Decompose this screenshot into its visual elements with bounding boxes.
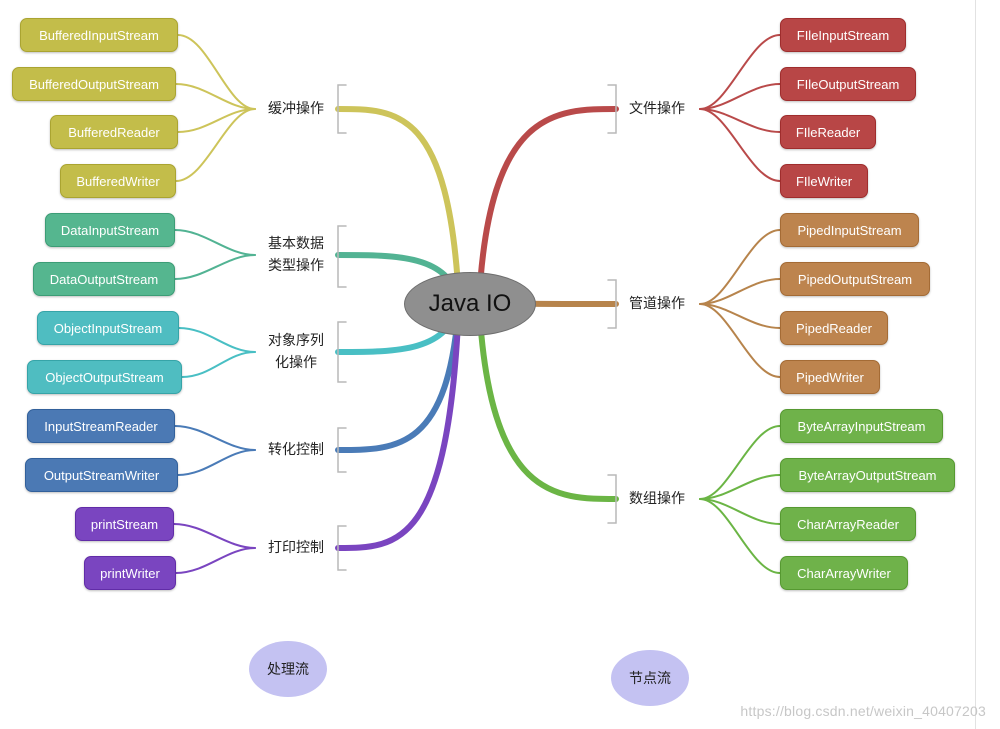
leaf-connector-left-0-0 (177, 34, 256, 110)
leaf-bytearrayinputstream: ByteArrayInputStream (780, 409, 943, 443)
leaf-connector-left-2-1 (181, 351, 256, 378)
leaf-chararrayreader: CharArrayReader (780, 507, 916, 541)
leaf-inputstreamreader: InputStreamReader (27, 409, 175, 443)
leaf-connector-right-0-1 (699, 83, 781, 110)
leaf-pipedinputstream: PipedInputStream (780, 213, 919, 247)
leaf-connector-right-0-2 (699, 108, 781, 133)
category-label-right-2: 数组操作 (629, 491, 685, 507)
bracket-right-1 (607, 279, 617, 329)
leaf-connector-right-2-3 (699, 498, 781, 574)
kind-node-label: 节点流 (629, 671, 671, 687)
leaf-connector-right-2-1 (699, 474, 781, 500)
leaf-connector-right-1-0 (699, 229, 781, 305)
bracket-right-0 (607, 84, 617, 134)
category-label-left-3: 转化控制 (268, 442, 324, 458)
leaf-connector-right-0-3 (699, 108, 781, 182)
leaf-connector-left-4-0 (173, 523, 256, 549)
leaf-printstream: printStream (75, 507, 174, 541)
category-label-left-1: 基本数据类型操作 (268, 236, 324, 274)
center-node: Java IO (404, 272, 536, 336)
leaf-connector-left-3-1 (177, 449, 256, 476)
branch-right-0 (476, 106, 619, 305)
leaf-connector-left-1-0 (174, 229, 256, 256)
bracket-left-2 (337, 321, 347, 383)
leaf-fileoutputstream: FIleOutputStream (780, 67, 916, 101)
branch-left-0 (335, 106, 462, 305)
branch-right-2 (476, 299, 619, 502)
leaf-connector-left-0-2 (177, 108, 256, 133)
leaf-filewriter: FIleWriter (780, 164, 868, 198)
bracket-left-3 (337, 427, 347, 473)
leaf-dataoutputstream: DataOutputStream (33, 262, 175, 296)
leaf-connector-right-1-1 (699, 278, 781, 305)
leaf-bytearrayoutputstream: ByteArrayOutputStream (780, 458, 955, 492)
category-label-right-0: 文件操作 (629, 101, 685, 117)
kind-processing-stream: 处理流 (249, 641, 327, 697)
center-label: Java IO (428, 290, 512, 317)
leaf-connector-right-2-0 (699, 425, 781, 500)
category-label-left-0: 缓冲操作 (268, 101, 324, 117)
leaf-bufferedwriter: BufferedWriter (60, 164, 176, 198)
leaf-bufferedinputstream: BufferedInputStream (20, 18, 178, 52)
leaf-objectoutputstream: ObjectOutputStream (27, 360, 182, 394)
leaf-connector-right-1-3 (699, 303, 781, 378)
kind-node-stream: 节点流 (611, 650, 689, 706)
category-label-right-1: 管道操作 (629, 296, 685, 312)
watermark-text: https://blog.csdn.net/weixin_40407203 (740, 703, 986, 719)
leaf-objectinputstream: ObjectInputStream (37, 311, 179, 345)
divider-line (975, 0, 976, 729)
leaf-pipedwriter: PipedWriter (780, 360, 880, 394)
bracket-left-4 (337, 525, 347, 571)
leaf-printwriter: printWriter (84, 556, 176, 590)
leaf-connector-right-2-2 (699, 498, 781, 525)
leaf-connector-left-3-0 (174, 425, 256, 451)
leaf-pipedoutputstream: PipedOutputStream (780, 262, 930, 296)
bracket-left-0 (337, 84, 347, 134)
bracket-left-1 (337, 225, 347, 288)
leaf-datainputstream: DataInputStream (45, 213, 175, 247)
branch-left-4 (335, 299, 462, 551)
leaf-connector-left-0-1 (175, 83, 256, 110)
leaf-connector-right-1-2 (699, 303, 781, 329)
kind-processing-label: 处理流 (267, 662, 309, 678)
category-label-left-2: 对象序列化操作 (268, 333, 324, 371)
leaf-bufferedreader: BufferedReader (50, 115, 178, 149)
leaf-fileinputstream: FIleInputStream (780, 18, 906, 52)
bracket-right-2 (607, 474, 617, 524)
leaf-connector-left-2-0 (178, 327, 256, 353)
leaf-outputstreamwriter: OutputStreamWriter (25, 458, 178, 492)
leaf-connector-left-4-1 (175, 547, 256, 574)
leaf-bufferedoutputstream: BufferedOutputStream (12, 67, 176, 101)
leaf-filereader: FIleReader (780, 115, 876, 149)
leaf-connector-left-0-3 (175, 108, 256, 182)
category-label-left-4: 打印控制 (268, 540, 324, 556)
leaf-connector-left-1-1 (174, 254, 256, 280)
leaf-pipedreader: PipedReader (780, 311, 888, 345)
leaf-chararraywriter: CharArrayWriter (780, 556, 908, 590)
leaf-connector-right-0-0 (699, 34, 781, 110)
